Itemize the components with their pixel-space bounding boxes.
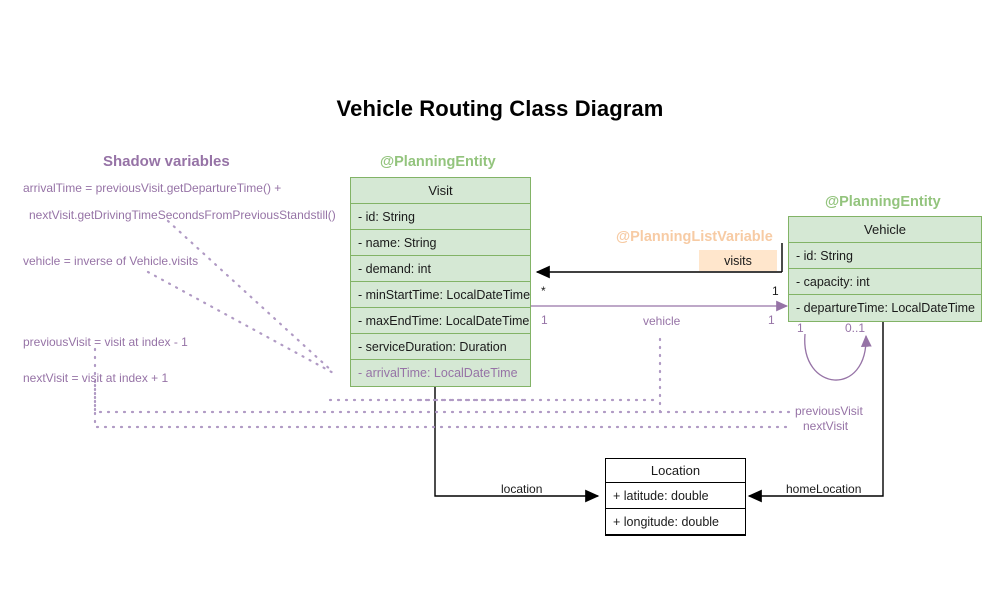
edge-label-next-visit: nextVisit [803, 419, 849, 433]
edge-location [434, 382, 600, 503]
field-visit-name: - name: String [351, 230, 530, 256]
stereotype-planning-list-variable: @PlanningListVariable [616, 229, 773, 245]
class-box-location[interactable]: Location + latitude: double + longitude:… [605, 458, 746, 536]
multiplicity-visits-source: 1 [772, 284, 779, 298]
field-location-longitude: + longitude: double [606, 509, 745, 535]
stereotype-planning-entity-visit: @PlanningEntity [380, 154, 496, 170]
multiplicity-vehicle-source: 1 [541, 313, 548, 327]
field-visit-service-duration: - serviceDuration: Duration [351, 334, 530, 360]
field-visit-id: - id: String [351, 204, 530, 230]
shadow-note-arrival-time-2: nextVisit.getDrivingTimeSecondsFromPrevi… [29, 208, 336, 222]
shadow-note-arrival-time-1: arrivalTime = previousVisit.getDeparture… [23, 181, 282, 195]
class-box-vehicle[interactable]: Vehicle - id: String - capacity: int - d… [788, 216, 982, 322]
class-title-visit: Visit [351, 178, 530, 204]
shadow-note-next-visit: nextVisit = visit at index + 1 [23, 371, 169, 385]
field-vehicle-id: - id: String [789, 243, 981, 269]
class-title-location: Location [606, 459, 745, 483]
multiplicity-vehicle-target: 1 [768, 313, 775, 327]
stereotype-planning-entity-vehicle: @PlanningEntity [825, 194, 941, 210]
badge-visits: visits [699, 250, 777, 271]
field-visit-min-start-time: - minStartTime: LocalDateTime [351, 282, 530, 308]
edge-label-vehicle: vehicle [643, 314, 681, 328]
class-box-visit[interactable]: Visit - id: String - name: String - dema… [350, 177, 531, 387]
page-title: Vehicle Routing Class Diagram [336, 96, 664, 121]
field-vehicle-capacity: - capacity: int [789, 269, 981, 295]
shadow-note-vehicle: vehicle = inverse of Vehicle.visits [23, 254, 199, 268]
shadow-variables-heading: Shadow variables [103, 153, 230, 170]
multiplicity-self-loop-source: 1 [797, 321, 804, 335]
field-location-latitude: + latitude: double [606, 483, 745, 509]
field-visit-demand: - demand: int [351, 256, 530, 282]
field-vehicle-departure-time: - departureTime: LocalDateTime [796, 301, 976, 315]
class-title-vehicle: Vehicle [789, 217, 981, 243]
edge-self-loop [804, 333, 872, 381]
edge-label-home-location: homeLocation [786, 482, 862, 496]
multiplicity-visits-target: * [541, 284, 546, 298]
multiplicity-self-loop-target: 0..1 [845, 321, 866, 335]
field-visit-max-end-time: - maxEndTime: LocalDateTime [351, 308, 530, 334]
field-visit-arrival-time: - arrivalTime: LocalDateTime [358, 366, 518, 380]
edge-label-previous-visit: previousVisit [795, 404, 863, 418]
edge-label-location: location [501, 482, 543, 496]
shadow-note-previous-visit: previousVisit = visit at index - 1 [23, 335, 188, 349]
